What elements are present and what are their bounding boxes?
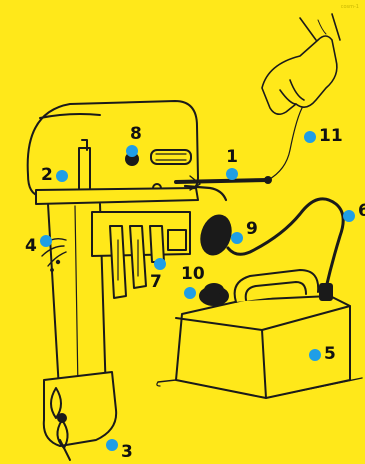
callout-10: 10 — [184, 266, 205, 299]
callout-9: 9 — [231, 221, 258, 238]
engine-cowling — [28, 101, 198, 204]
callout-marker — [184, 287, 196, 299]
callout-4: 4 — [25, 232, 52, 249]
callout-label: 7 — [150, 274, 162, 291]
callout-label: 1 — [226, 149, 238, 166]
callout-marker — [304, 131, 316, 143]
callout-label: 6 — [358, 203, 365, 220]
callout-label: 8 — [130, 126, 142, 143]
callout-11: 11 — [304, 128, 343, 145]
callout-6: 6 — [343, 207, 365, 224]
callout-7: 7 — [150, 258, 166, 291]
callout-marker — [343, 210, 355, 222]
callout-label: 2 — [41, 167, 53, 184]
corner-watermark: cosm-1 — [341, 4, 359, 10]
callout-label: 10 — [181, 266, 205, 283]
callout-marker — [106, 439, 118, 451]
callout-marker — [56, 170, 68, 182]
callout-5: 5 — [309, 346, 336, 363]
callout-1: 1 — [226, 149, 238, 180]
callout-label: 5 — [324, 346, 336, 363]
hand — [262, 14, 340, 114]
callout-label: 11 — [319, 128, 343, 145]
callout-marker — [126, 145, 138, 157]
callout-label: 4 — [25, 238, 37, 255]
callout-marker — [309, 349, 321, 361]
callout-marker — [226, 168, 238, 180]
callout-label: 3 — [121, 444, 133, 461]
callout-marker — [231, 232, 243, 244]
callout-3: 3 — [106, 436, 133, 453]
callout-label: 9 — [246, 221, 258, 238]
fuel-line — [185, 186, 343, 288]
callout-marker — [40, 235, 52, 247]
callout-2: 2 — [41, 167, 68, 184]
callout-marker — [154, 258, 166, 270]
callout-8: 8 — [130, 126, 142, 157]
